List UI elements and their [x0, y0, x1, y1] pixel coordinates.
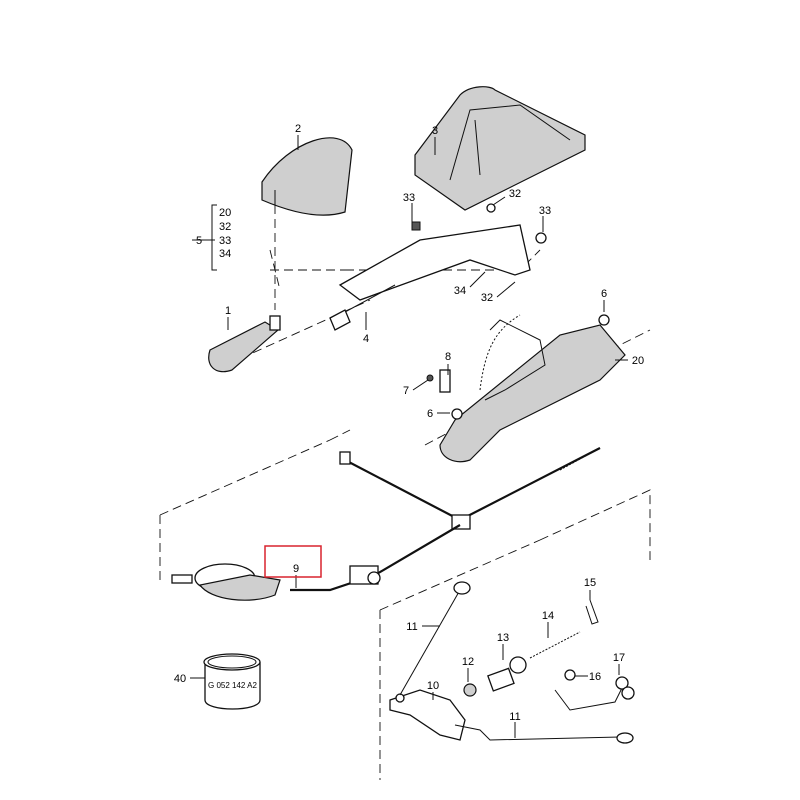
callout-33[interactable]: 33: [539, 205, 551, 217]
handle-cover-part-2[interactable]: [261, 137, 353, 216]
callout-20[interactable]: 20: [632, 355, 644, 367]
lever-bracket-part-20[interactable]: [439, 314, 626, 463]
spring-part-14[interactable]: [529, 631, 581, 659]
callout-34[interactable]: 34: [454, 285, 466, 297]
callout-6[interactable]: 6: [601, 288, 607, 300]
group-item-33[interactable]: 33: [219, 235, 231, 247]
callout-17[interactable]: 17: [613, 652, 625, 664]
callout-16[interactable]: 16: [589, 671, 601, 683]
nut-part-12[interactable]: [463, 683, 477, 697]
lever-boot-part-3[interactable]: [414, 86, 586, 211]
group-item-20[interactable]: 20: [219, 207, 231, 219]
part-marking: G 052 142 A2: [208, 681, 257, 690]
callout-1[interactable]: 1: [225, 305, 231, 317]
callout-4[interactable]: 4: [363, 333, 369, 345]
bracket-part-17[interactable]: [554, 676, 635, 711]
callout-labels: 2 3 33 32 33 20 32 33 34 5 1 4 34 32 6 2…: [174, 123, 644, 723]
callout-32[interactable]: 32: [481, 292, 493, 304]
group-bracket: [211, 204, 217, 271]
callout-11[interactable]: 11: [509, 711, 520, 723]
callout-11[interactable]: 11: [406, 621, 417, 633]
sensor-part-8[interactable]: [426, 369, 451, 393]
callout-3[interactable]: 3: [432, 125, 438, 137]
lever-grip-part-1[interactable]: [208, 315, 281, 373]
highlight-box-part-9: [264, 545, 322, 578]
callout-7[interactable]: 7: [403, 385, 409, 397]
callout-33[interactable]: 33: [403, 192, 415, 204]
adjuster-part-13[interactable]: [487, 656, 527, 692]
callout-5[interactable]: 5: [196, 235, 202, 247]
clip-part-16[interactable]: [564, 669, 576, 681]
leader-lines: [190, 135, 628, 738]
callout-2[interactable]: 2: [295, 123, 301, 135]
callout-6[interactable]: 6: [427, 408, 433, 420]
callout-12[interactable]: 12: [462, 656, 474, 668]
spring-part-4[interactable]: [329, 284, 396, 331]
callout-13[interactable]: 13: [497, 632, 509, 644]
group-item-34[interactable]: 34: [219, 248, 231, 260]
callout-10[interactable]: 10: [427, 680, 439, 692]
callout-40[interactable]: 40: [174, 673, 186, 685]
callout-32[interactable]: 32: [509, 188, 521, 200]
brake-cables-part-9[interactable]: [171, 447, 601, 601]
sleeve-part-40[interactable]: G 052 142 A2: [203, 653, 261, 710]
hook-part-15[interactable]: [585, 599, 599, 625]
rod-part-11[interactable]: [399, 581, 634, 744]
handbrake-lever[interactable]: [338, 203, 547, 301]
callout-15[interactable]: 15: [584, 577, 596, 589]
equalizer-part-10[interactable]: [389, 689, 466, 741]
callout-8[interactable]: 8: [445, 351, 451, 363]
group-item-32[interactable]: 32: [219, 221, 231, 233]
callout-9[interactable]: 9: [293, 563, 299, 575]
callout-14[interactable]: 14: [542, 610, 554, 622]
